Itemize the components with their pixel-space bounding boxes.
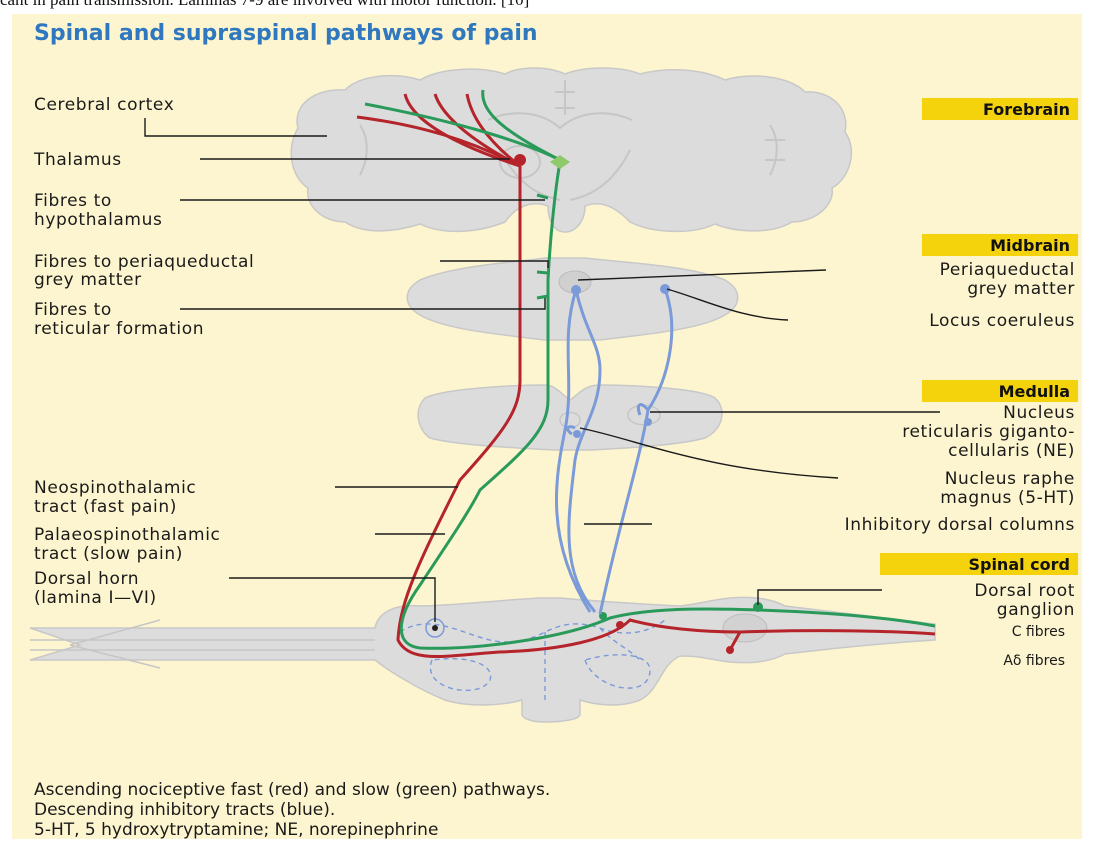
region-forebrain: Forebrain bbox=[983, 100, 1070, 119]
label-neo-2: tract (fast pain) bbox=[34, 497, 177, 517]
label-pag-2: grey matter bbox=[967, 279, 1075, 299]
label-drg-1: Dorsal root bbox=[974, 581, 1075, 601]
label-nrm-2: magnus (5-HT) bbox=[940, 488, 1075, 508]
label-fibres-hypothalamus-2: hypothalamus bbox=[34, 210, 162, 230]
region-midbrain: Midbrain bbox=[990, 236, 1070, 255]
label-fibres-reticular-1: Fibres to bbox=[34, 300, 112, 320]
label-thalamus: Thalamus bbox=[33, 150, 122, 170]
label-nrg-3: cellularis (NE) bbox=[948, 441, 1075, 461]
spinal-cord-section bbox=[30, 597, 935, 722]
label-nrg-1: Nucleus bbox=[1003, 403, 1075, 423]
caption-line-1: Ascending nociceptive fast (red) and slo… bbox=[34, 780, 550, 800]
caption-line-3: 5-HT, 5 hydroxytryptamine; NE, norepinep… bbox=[34, 820, 438, 840]
label-cerebral-cortex: Cerebral cortex bbox=[34, 95, 174, 115]
label-pag-1: Periaqueductal bbox=[940, 260, 1075, 280]
region-medulla: Medulla bbox=[999, 382, 1070, 401]
label-fibres-hypothalamus-1: Fibres to bbox=[34, 191, 112, 211]
region-spinal-cord: Spinal cord bbox=[968, 555, 1070, 574]
label-dorsal-horn-2: (lamina I—VI) bbox=[34, 588, 157, 608]
dorsal-horn-dot bbox=[432, 625, 438, 631]
dorsal-root-ganglion bbox=[723, 614, 767, 642]
label-fibres-reticular-2: reticular formation bbox=[34, 319, 204, 339]
label-nrm-1: Nucleus raphe bbox=[945, 469, 1075, 489]
label-neo-1: Neospinothalamic bbox=[34, 478, 196, 498]
caption-line-2: Descending inhibitory tracts (blue). bbox=[34, 800, 335, 820]
label-inhibitory-columns: Inhibitory dorsal columns bbox=[845, 515, 1075, 535]
label-drg-2: ganglion bbox=[997, 600, 1075, 620]
label-nrg-2: reticularis giganto- bbox=[902, 422, 1075, 442]
figure-title: Spinal and supraspinal pathways of pain bbox=[34, 21, 538, 46]
label-c-fibres: C fibres bbox=[1012, 624, 1065, 640]
label-locus-coeruleus: Locus coeruleus bbox=[929, 311, 1075, 331]
label-palaeo-2: tract (slow pain) bbox=[34, 544, 183, 564]
label-ad-fibres: Aδ fibres bbox=[1003, 653, 1065, 669]
label-fibres-pag-2: grey matter bbox=[34, 270, 142, 290]
label-palaeo-1: Palaeospinothalamic bbox=[34, 525, 220, 545]
label-dorsal-horn-1: Dorsal horn bbox=[34, 569, 139, 589]
label-fibres-pag-1: Fibres to periaqueductal bbox=[34, 252, 254, 272]
